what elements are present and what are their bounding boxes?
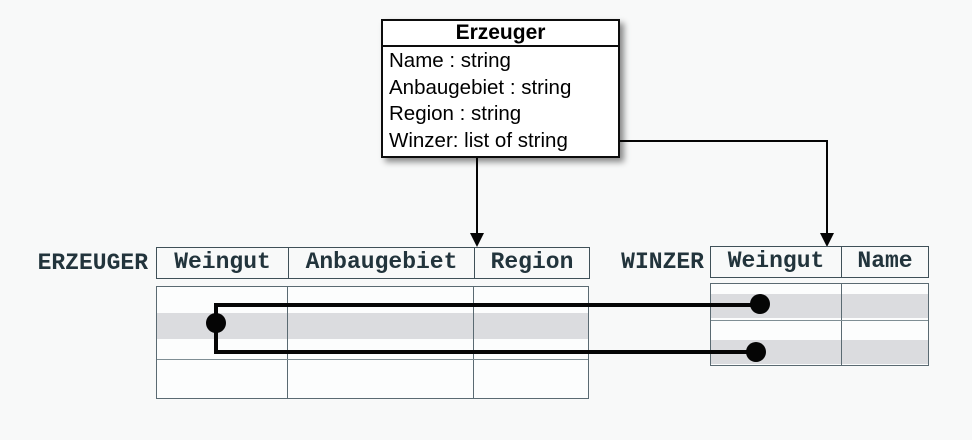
erzeuger-header-row: Weingut Anbaugebiet Region	[156, 247, 590, 279]
winzer-attr-arrow-horizontal-line	[601, 139, 827, 142]
row-divider	[157, 359, 588, 360]
class-attribute-anbaugebiet: Anbaugebiet : string	[389, 75, 572, 99]
class-title: Erzeuger	[383, 21, 618, 47]
arrowhead-down-icon	[470, 233, 484, 247]
class-attribute-list: Name : string Anbaugebiet : string Regio…	[383, 47, 618, 156]
column-header-name: Name	[841, 247, 928, 277]
class-to-erzeuger-arrow-line	[475, 158, 478, 234]
link-endpoint-dot	[746, 342, 766, 362]
winzer-attr-arrow-vertical-line	[825, 139, 828, 234]
highlighted-row	[157, 313, 588, 339]
column-header-anbaugebiet: Anbaugebiet	[288, 248, 474, 278]
column-divider	[286, 287, 288, 398]
column-header-region: Region	[474, 248, 589, 278]
winzer-table-label: WINZER	[621, 249, 704, 275]
class-attribute-name: Name : string	[389, 49, 511, 72]
arrowhead-down-icon	[820, 233, 834, 247]
column-divider	[472, 287, 474, 398]
link-endpoint-dot	[750, 294, 770, 314]
class-attribute-winzer: Winzer: list of string	[389, 128, 568, 152]
row-divider	[711, 320, 928, 321]
winzer-header-row: Weingut Name	[710, 246, 929, 278]
erzeuger-table-label: ERZEUGER	[37, 250, 148, 276]
column-divider	[840, 284, 842, 365]
row-link-line-top	[214, 303, 760, 307]
column-header-weingut: Weingut	[174, 249, 271, 275]
row-link-line-bottom	[214, 349, 756, 354]
erzeuger-class-box: Erzeuger Name : string Anbaugebiet : str…	[381, 19, 620, 158]
column-header-weingut: Weingut	[727, 248, 825, 274]
class-attribute-region: Region : string	[389, 102, 522, 125]
winzer-table-body	[710, 283, 929, 366]
link-endpoint-dot	[206, 313, 226, 333]
